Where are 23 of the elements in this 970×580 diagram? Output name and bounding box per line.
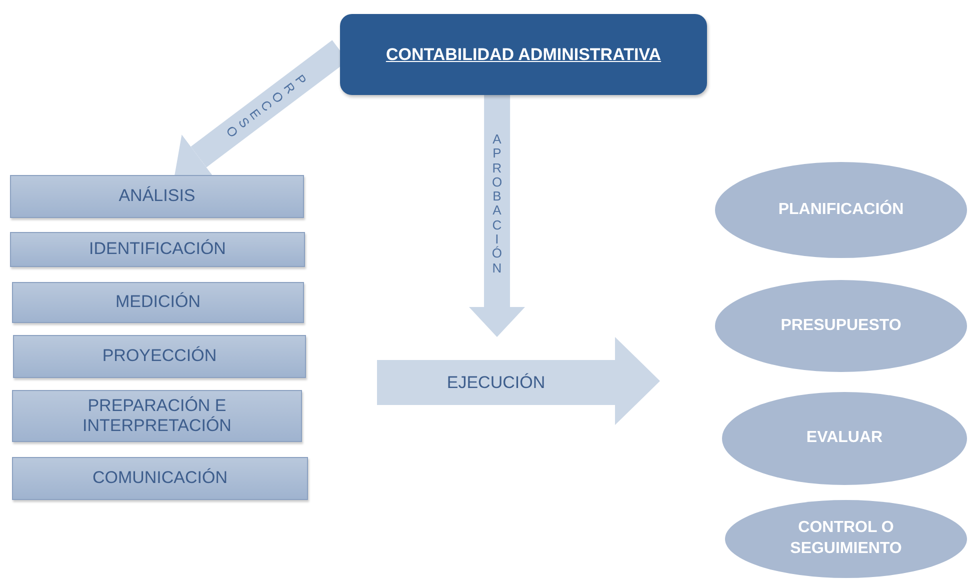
process-box (12, 282, 304, 323)
title-box (340, 14, 707, 95)
node-text: MEDICIÓN (116, 292, 200, 313)
node-text: PREPARACIÓN E INTERPRETACIÓN (82, 396, 232, 436)
process-box (13, 335, 306, 378)
node-text: EJECUCIÓN (446, 372, 546, 392)
process-box (10, 232, 305, 267)
process-box (12, 457, 308, 500)
node-text: PLANIFICACIÓN (778, 200, 904, 220)
node-text: CONTABILIDAD ADMINISTRATIVA (386, 44, 662, 64)
node-text: IDENTIFICACIÓN (89, 239, 226, 260)
node-text: EVALUAR (806, 428, 883, 448)
node-text: ANÁLISIS (118, 186, 196, 207)
process-box (10, 175, 304, 218)
node-text: CONTROL O SEGUIMIENTO (789, 518, 903, 559)
node-text: PROYECCIÓN (102, 346, 217, 367)
edge-label: PROCESO (222, 72, 310, 142)
edge-label: APROBACIÓN (491, 132, 503, 276)
block-arrow (469, 95, 525, 337)
block-arrow (377, 337, 660, 425)
process-box (12, 390, 302, 442)
node-text: COMUNICACIÓN (92, 468, 228, 489)
node-text: PRESUPUESTO (780, 316, 902, 336)
